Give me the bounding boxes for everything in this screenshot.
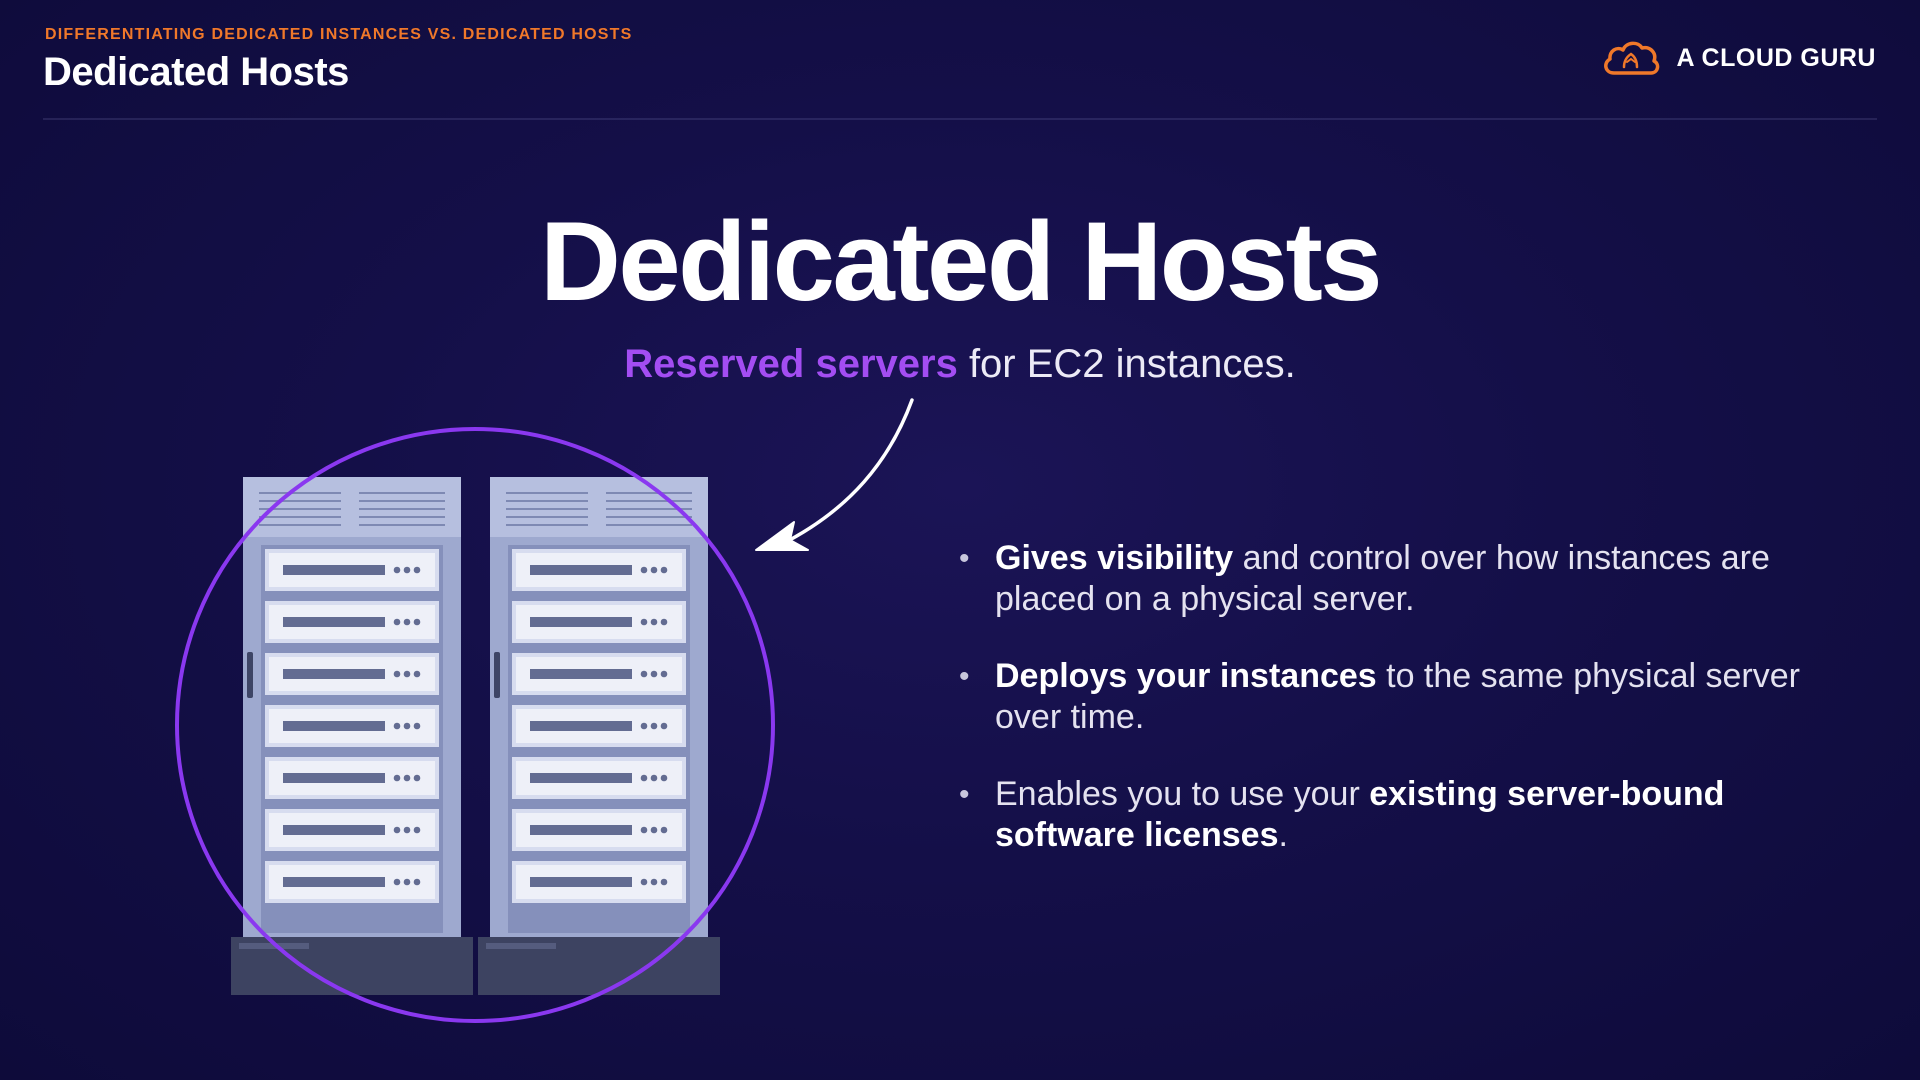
subtitle-rest: for EC2 instances. xyxy=(968,342,1296,386)
cloud-guru-logo-icon xyxy=(1604,41,1660,75)
bullet-text: Enables you to use your xyxy=(995,775,1370,813)
bullet-bold-tail: existing server-bound software licenses xyxy=(995,775,1725,854)
subtitle: Reserved servers for EC2 instances. xyxy=(0,342,1920,387)
list-item: Gives visibility and control over how in… xyxy=(955,538,1815,620)
curved-arrow-icon xyxy=(755,398,914,551)
brand-logo: A CLOUD GURU xyxy=(1600,38,1876,78)
list-item: Enables you to use your existing server-… xyxy=(955,774,1815,856)
server-racks-icon xyxy=(175,427,775,1023)
bullet-end: . xyxy=(1278,816,1288,854)
header-divider xyxy=(43,118,1877,120)
bullet-list: Gives visibility and control over how in… xyxy=(955,538,1815,892)
bullet-bold-lead: Deploys your instances xyxy=(995,657,1377,695)
bullet-bold-lead: Gives visibility xyxy=(995,539,1234,577)
header-title: Dedicated Hosts xyxy=(43,50,349,94)
subtitle-accent: Reserved servers xyxy=(624,342,958,386)
list-item: Deploys your instances to the same physi… xyxy=(955,656,1815,738)
bullet-text: and control over how instances are place… xyxy=(995,539,1770,618)
main-title: Dedicated Hosts xyxy=(539,199,1383,324)
brand-name: A CLOUD GURU xyxy=(1676,43,1876,72)
bullet-text: to the same physical server over time. xyxy=(995,657,1800,736)
eyebrow-label: DIFFERENTIATING DEDICATED INSTANCES VS. … xyxy=(45,26,633,43)
